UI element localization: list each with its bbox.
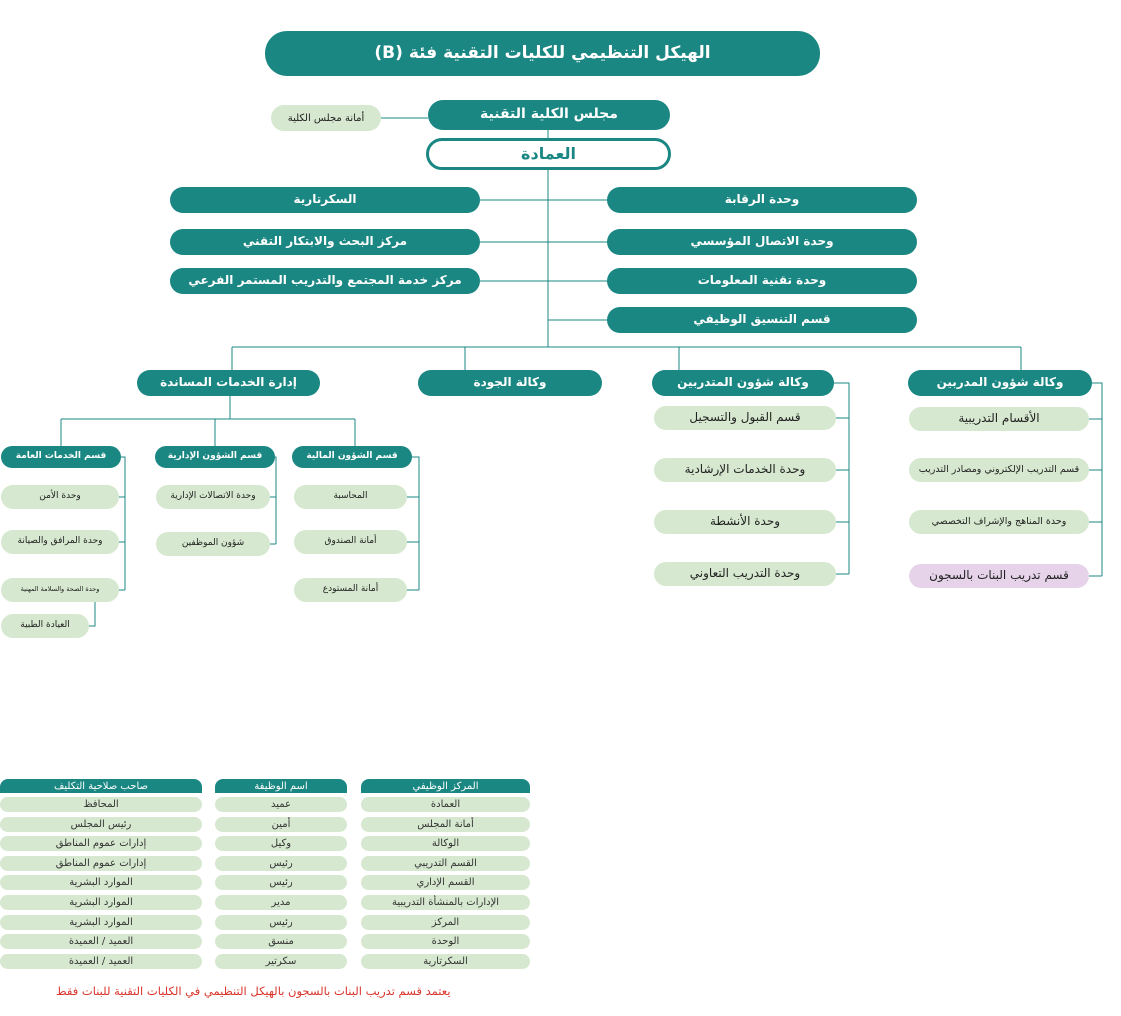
right-unit-2: وحدة تقنية المعلومات <box>607 268 917 294</box>
table-cell: منسق <box>215 934 347 950</box>
general-item-0: وحدة الأمن <box>1 485 119 509</box>
agency-trainees: وكالة شؤون المتدربين <box>652 370 834 396</box>
right-unit-0: وحدة الرقابة <box>607 187 917 213</box>
agency-trainers: وكالة شؤون المدربين <box>908 370 1092 396</box>
table-cell: المحافظ <box>0 797 202 812</box>
trainers-item-2: وحدة المناهج والإشراف التخصصي <box>909 510 1089 534</box>
table-cell: وكيل <box>215 836 347 852</box>
table-cell: الوكالة <box>361 836 530 852</box>
left-unit-1: مركز البحث والابتكار التقني <box>170 229 480 255</box>
left-unit-0: السكرتارية <box>170 187 480 213</box>
table-cell: القسم التدريبي <box>361 855 530 871</box>
general-item-1: وحدة المرافق والصيانة <box>1 530 119 554</box>
line-admin-bracket <box>275 456 277 544</box>
table-cell: الموارد البشرية <box>0 895 202 910</box>
table-cell: رئيس <box>215 855 347 871</box>
line-financial-bracket <box>412 456 420 590</box>
trainees-item-0: قسم القبول والتسجيل <box>654 406 836 430</box>
table-cell: أمين <box>215 816 347 832</box>
left-unit-2: مركز خدمة المجتمع والتدريب المستمر الفرع… <box>170 268 480 294</box>
table-cell: رئيس <box>215 875 347 891</box>
financial-item-2: أمانة المستودع <box>294 578 407 602</box>
financial-item-1: أمانة الصندوق <box>294 530 407 554</box>
table-cell: القسم الإداري <box>361 875 530 891</box>
trainees-item-1: وحدة الخدمات الإرشادية <box>654 458 836 482</box>
agency-quality: وكالة الجودة <box>418 370 602 396</box>
admin-item-1: شؤون الموظفين <box>156 532 270 556</box>
line-trainees-bracket <box>834 382 850 574</box>
table-cell: الوحدة <box>361 934 530 950</box>
trainers-item-0: الأقسام التدريبية <box>909 407 1089 431</box>
table-header-0: المركز الوظيفي <box>361 779 530 793</box>
general-item-2: وحدة الصحة والسلامة المهنية <box>1 578 119 602</box>
general-dept: قسم الخدمات العامة <box>1 446 121 468</box>
admin-item-0: وحدة الاتصالات الإدارية <box>156 485 270 509</box>
table-cell: العميد / العميدة <box>0 934 202 950</box>
table-cell: الموارد البشرية <box>0 914 202 930</box>
agency-support: إدارة الخدمات المساندة <box>137 370 320 396</box>
table-cell: العمادة <box>361 797 530 812</box>
right-unit-3: قسم التنسيق الوظيفي <box>607 307 917 333</box>
line-trainers-bracket <box>1092 382 1103 576</box>
financial-item-0: المحاسبة <box>294 485 407 509</box>
trainees-item-3: وحدة التدريب التعاوني <box>654 562 836 586</box>
table-cell: أمانة المجلس <box>361 816 530 832</box>
trainers-item-1: قسم التدريب الإلكتروني ومصادر التدريب <box>909 458 1089 482</box>
footnote: يعتمد قسم تدريب البنات بالسجون بالهيكل ا… <box>56 984 451 998</box>
council-box: مجلس الكلية التقنية <box>428 100 670 130</box>
table-header-2: صاحب صلاحية التكليف <box>0 779 202 793</box>
table-cell: رئيس المجلس <box>0 816 202 832</box>
table-cell: الموارد البشرية <box>0 875 202 891</box>
deanship-box: العمادة <box>426 138 671 170</box>
table-cell: سكرتير <box>215 953 347 969</box>
admin-dept: قسم الشؤون الإدارية <box>155 446 275 468</box>
chart-title: الهيكل التنظيمي للكليات التقنية فئة (B) <box>265 31 820 76</box>
line-general-bracket <box>121 456 126 590</box>
table-cell: مدير <box>215 895 347 910</box>
trainees-item-2: وحدة الأنشطة <box>654 510 836 534</box>
general-item-3: العيادة الطبية <box>1 614 89 638</box>
trainers-item-3: قسم تدريب البنات بالسجون <box>909 564 1089 588</box>
table-cell: عميد <box>215 797 347 812</box>
table-header-1: اسم الوظيفة <box>215 779 347 793</box>
council-secretariat-box: أمانة مجلس الكلية <box>271 105 381 131</box>
table-cell: إدارات عموم المناطق <box>0 855 202 871</box>
line-general-clinic <box>89 602 96 627</box>
table-cell: السكرتارية <box>361 953 530 969</box>
right-unit-1: وحدة الاتصال المؤسسي <box>607 229 917 255</box>
table-cell: إدارات عموم المناطق <box>0 836 202 852</box>
financial-dept: قسم الشؤون المالية <box>292 446 412 468</box>
table-cell: الإدارات بالمنشأة التدريبية <box>361 895 530 910</box>
table-cell: العميد / العميدة <box>0 953 202 969</box>
table-cell: المركز <box>361 914 530 930</box>
table-cell: رئيس <box>215 914 347 930</box>
